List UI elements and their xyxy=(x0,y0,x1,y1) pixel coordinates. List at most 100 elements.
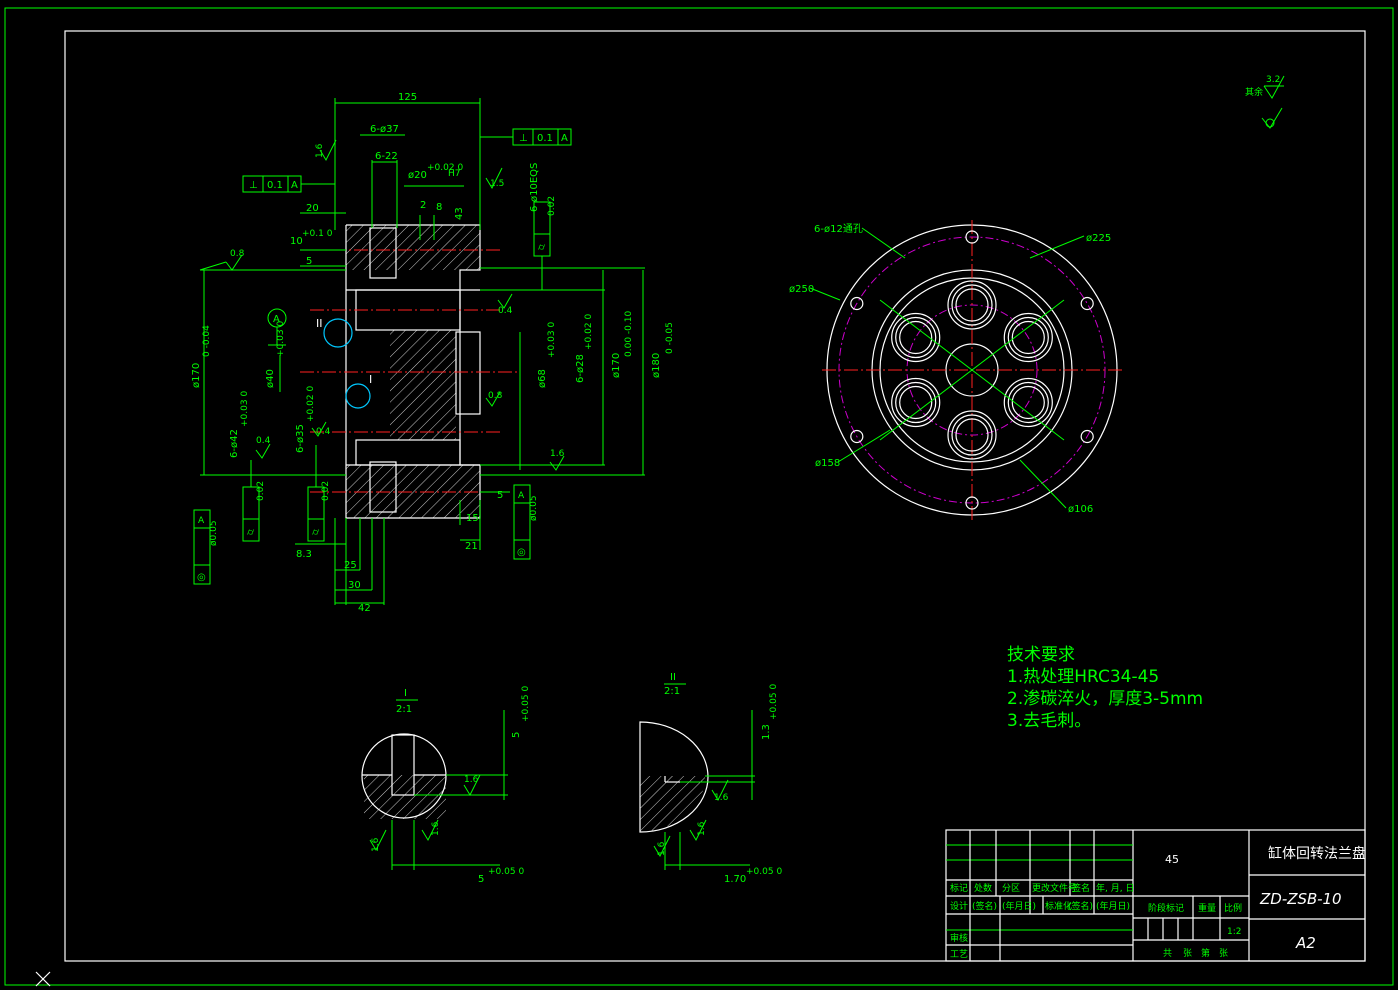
surface-finish-value: 3.2 xyxy=(1266,75,1280,85)
detail-II-id: II xyxy=(670,672,676,683)
bore-hole xyxy=(891,377,941,428)
svg-text:(签名): (签名) xyxy=(972,900,997,912)
front-holes xyxy=(850,230,1094,510)
bolt-hole xyxy=(850,429,864,444)
dim-180: ø180 xyxy=(651,353,662,378)
rough-08b: 0.8 xyxy=(485,391,503,407)
drawing-number: ZD-ZSB-10 xyxy=(1259,890,1342,908)
svg-text:◎: ◎ xyxy=(517,547,526,558)
title-block: 标记 处数 分区 更改文件号 签名 年, 月, 日 设计 (签名) (年月日) … xyxy=(945,829,1366,962)
svg-text:1.6: 1.6 xyxy=(714,793,729,803)
dim-28-tol: +0.02 0 xyxy=(584,314,594,350)
pocket-bottom xyxy=(369,461,397,513)
svg-text:⌭: ⌭ xyxy=(312,527,320,538)
svg-text:0.8: 0.8 xyxy=(488,391,503,401)
svg-text:A: A xyxy=(518,491,525,501)
svg-text:张: 张 xyxy=(1183,948,1192,959)
scale-value: 1:2 xyxy=(1227,927,1241,937)
bore-hole xyxy=(1003,377,1053,428)
bolt-hole xyxy=(965,230,979,244)
svg-text:更改文件号: 更改文件号 xyxy=(1032,882,1077,894)
svg-text:第: 第 xyxy=(1201,947,1210,959)
bore-hole xyxy=(895,316,937,359)
dim-10-tol: +0.1 0 xyxy=(302,229,333,239)
dim-28: 6-ø28 xyxy=(575,354,586,383)
svg-text:工艺: 工艺 xyxy=(950,949,968,960)
part-name: 缸体回转法兰盘 xyxy=(1268,845,1366,862)
dim-5: 5 xyxy=(306,256,312,267)
surface-finish-general: 其余 3.2 xyxy=(1245,75,1285,129)
svg-text:⌭: ⌭ xyxy=(538,242,546,253)
front-view-labels: 6-ø12通孔 ø225 ø250 ø158 ø106 xyxy=(789,223,1111,515)
detail-I-height-tol: +0.05 0 xyxy=(521,686,531,722)
dim-42: 6-ø42 xyxy=(229,429,240,458)
dim-8-3: 8.3 xyxy=(296,549,312,560)
bore-hole xyxy=(899,320,933,355)
detail-I-id: I xyxy=(404,688,407,699)
dim-6-10: 6-ø10EQS xyxy=(529,163,540,212)
bore-hole xyxy=(891,312,941,363)
dim-20-tol: +0.02 0 xyxy=(427,163,463,173)
svg-text:⌭: ⌭ xyxy=(247,527,255,538)
dim-2: 2 xyxy=(420,200,426,211)
svg-text:0.4: 0.4 xyxy=(316,427,331,437)
dim-43: 43 xyxy=(454,207,465,220)
svg-text:A: A xyxy=(291,180,298,191)
detail-II-height-tol: +0.05 0 xyxy=(769,684,779,720)
tol-cyl-right: ⌭ 0.02 xyxy=(533,196,557,290)
detail-I-scale: 2:1 xyxy=(396,704,412,715)
rough-16a: 1.6 xyxy=(315,139,337,162)
dim-21: 21 xyxy=(465,541,478,552)
hatch-mid xyxy=(390,330,456,440)
tech-req-item-3: 3.去毛刺。 xyxy=(1007,711,1091,731)
datum-A-label: A xyxy=(273,314,280,325)
detail-II-dim-width: 1.70 xyxy=(724,874,746,885)
tech-requirements: 技术要求 1.热处理HRC34-45 2.渗碳淬火，厚度3-5mm 3.去毛刺。 xyxy=(1007,645,1203,731)
detail-I-dim-width: 5 xyxy=(478,874,484,885)
svg-text:1.5: 1.5 xyxy=(490,179,504,189)
dim-170-right: ø170 xyxy=(611,353,622,378)
svg-text:0.02: 0.02 xyxy=(321,481,331,501)
label-6-12-holes: 6-ø12通孔 xyxy=(814,223,863,235)
detail-II: II 2:1 1.3 +0.05 0 1.70 +0.05 0 1.6 1.6 … xyxy=(639,672,782,885)
detail-I-width-tol: +0.05 0 xyxy=(488,867,524,877)
label-d225: ø225 xyxy=(1086,233,1111,244)
dim-170-left: ø170 xyxy=(191,363,202,388)
dim-68-tol: +0.03 0 xyxy=(547,322,557,358)
section-view: II I A 125 6-ø37 6-22 ø20 +0.02 0 H7 20 … xyxy=(191,92,675,614)
bore-hole xyxy=(951,284,993,326)
dim-20-fit: H7 xyxy=(448,169,461,179)
tol-cyl-left1: ⌭ 0.02 xyxy=(242,460,266,542)
label-I: I xyxy=(369,373,372,386)
svg-text:⊥: ⊥ xyxy=(249,180,258,191)
dim-170-left-tol: 0 -0.04 xyxy=(202,325,212,357)
bore-lower xyxy=(355,439,461,466)
hatch-top xyxy=(346,225,480,270)
tol-conc-right: ◎ ø0.05 A xyxy=(513,484,539,560)
surface-finish-label: 其余 xyxy=(1245,86,1263,98)
svg-text:◎: ◎ xyxy=(197,572,206,583)
svg-text:处数: 处数 xyxy=(974,882,992,894)
detail-II-dim-height: 1.3 xyxy=(761,724,772,740)
label-d250: ø250 xyxy=(789,284,814,295)
detail-I: I 2:1 5 +0.05 0 5 +0.05 0 1.6 1.6 1.6 xyxy=(361,686,531,885)
dim-170-right-tol: 0.00 -0.10 xyxy=(624,311,634,357)
svg-text:重量: 重量 xyxy=(1198,902,1216,914)
bolt-hole xyxy=(965,496,979,510)
dim-8: 8 xyxy=(436,202,442,213)
svg-text:1.6: 1.6 xyxy=(371,837,381,852)
bore-hole xyxy=(947,410,997,460)
dim-180-tol: 0 -0.05 xyxy=(665,322,675,354)
svg-text:(签名): (签名) xyxy=(1068,900,1093,912)
svg-text:比例: 比例 xyxy=(1224,902,1242,914)
label-d106: ø106 xyxy=(1068,504,1093,515)
tech-req-title: 技术要求 xyxy=(1007,645,1075,665)
dim-42-tol: +0.03 0 xyxy=(240,391,250,427)
dim-40: ø40 xyxy=(265,369,276,388)
svg-text:0.4: 0.4 xyxy=(498,306,513,316)
outer-border xyxy=(4,7,1394,986)
rough-04a: 0.4 xyxy=(497,293,513,316)
sheet-size: A2 xyxy=(1295,934,1316,952)
svg-text:0.02: 0.02 xyxy=(547,196,557,216)
detail-I-dim-height: 5 xyxy=(511,732,522,738)
